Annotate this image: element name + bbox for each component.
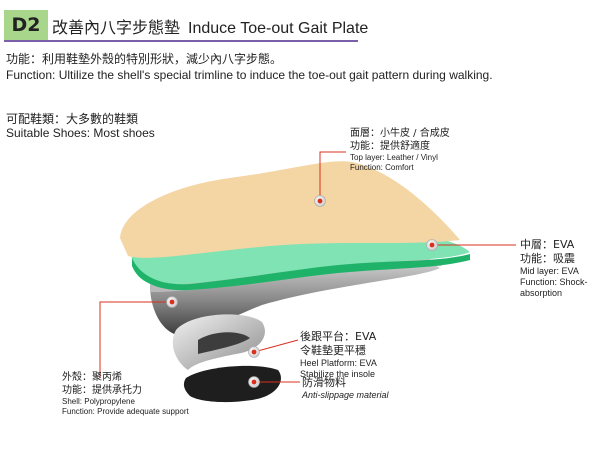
top-layer-material-zh: 面層：小牛皮 / 合成皮	[350, 128, 450, 139]
mid-layer-function-en-cont: absorption	[520, 288, 563, 298]
callout-line-top	[319, 151, 346, 201]
title-chinese: 改善內八字步態墊	[52, 18, 181, 37]
shell-function-en: Function: Provide adequate support	[62, 407, 189, 416]
callout-mid-layer: 中層：EVA 功能：吸震 Mid layer: EVA Function: Sh…	[520, 238, 588, 299]
mid-layer-function-zh: 功能：吸震	[520, 251, 575, 265]
top-layer	[120, 161, 460, 258]
suitable-shoes-chinese: 可配鞋類：大多數的鞋類	[6, 112, 139, 126]
title-english: Induce Toe-out Gait Plate	[188, 20, 369, 37]
antislip-en: Anti-slippage material	[302, 389, 389, 400]
heel-platform-function-zh: 令鞋墊更平穩	[300, 343, 366, 357]
top-layer-function-en: Function: Comfort	[350, 163, 414, 172]
callout-markers	[166, 195, 438, 388]
suitable-shoes-english: Suitable Shoes: Most shoes	[6, 126, 155, 140]
shell-function-zh: 功能：提供承托力	[62, 384, 142, 396]
function-english: Function: Ultilize the shell's special t…	[6, 68, 493, 82]
callout-top-layer: 面層：小牛皮 / 合成皮 功能：提供舒適度 Top layer: Leather…	[350, 128, 450, 173]
shell-material-en: Shell: Polypropylene	[62, 397, 135, 406]
antislip-zh: 防滑物料	[302, 376, 346, 389]
top-layer-function-zh: 功能：提供舒適度	[350, 140, 430, 152]
callout-line-shell	[99, 301, 172, 378]
callout-line-heel	[253, 339, 299, 353]
callout-heel-platform: 後跟平台：EVA 令鞋墊更平穩 Heel Platform: EVA Stabi…	[300, 330, 377, 380]
callout-lines	[99, 151, 516, 383]
title-underline	[4, 40, 358, 42]
heel-platform-material-en: Heel Platform: EVA	[300, 357, 377, 368]
shell-material-zh: 外殼：聚丙烯	[62, 372, 122, 383]
callout-shell: 外殼：聚丙烯 功能：提供承托力 Shell: Polypropylene Fun…	[62, 372, 189, 417]
top-layer-material-en: Top layer: Leather / Vinyl	[350, 153, 438, 162]
mid-layer-material-en: Mid layer: EVA	[520, 265, 579, 276]
callout-antislip: 防滑物料 Anti-slippage material	[302, 376, 389, 401]
mid-layer-function-en: Function: Shock-	[520, 276, 588, 287]
heel-platform-function-en: Stabilize the insole	[300, 368, 376, 379]
mid-layer-material-zh: 中層：EVA	[520, 238, 575, 251]
function-chinese: 功能：利用鞋墊外殼的特別形狀，減少內八字步態。	[6, 52, 283, 66]
heel-platform-inner	[198, 332, 250, 354]
antislip-pad	[183, 365, 281, 403]
section-badge: D2	[4, 10, 48, 40]
mid-layer-edge	[132, 254, 470, 291]
page-title: 改善內八字步態墊 Induce Toe-out Gait Plate	[52, 14, 368, 38]
heel-platform-material-zh: 後跟平台：EVA	[300, 330, 377, 343]
